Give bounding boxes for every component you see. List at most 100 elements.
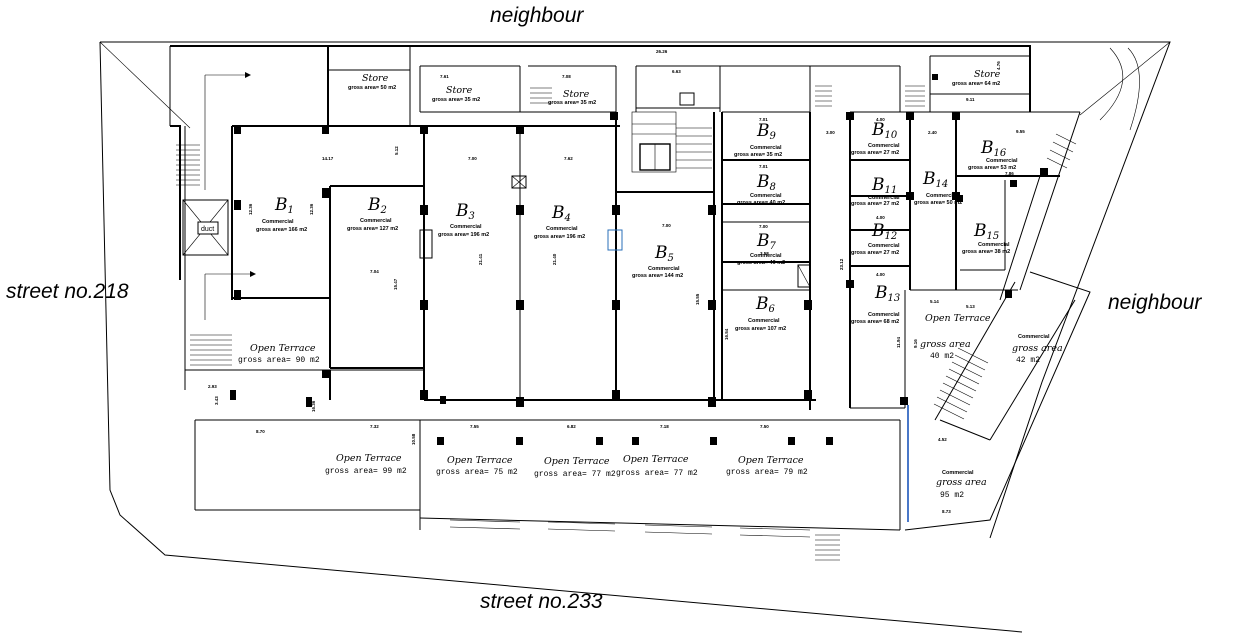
svg-text:gross area= 40 m2: gross area= 40 m2 (737, 200, 785, 206)
unit-b5: B5 Commercial gross area= 144 m2 (632, 243, 683, 279)
unit-b8: B8 Commercial gross area= 40 m2 (737, 172, 785, 206)
svg-text:40 m2: 40 m2 (930, 352, 954, 361)
staircases (176, 85, 1077, 561)
svg-text:Store: Store (362, 73, 389, 84)
svg-text:4.00: 4.00 (876, 272, 885, 277)
unit-b13: B13 Commercial gross area= 68 m2 (851, 283, 900, 325)
svg-text:gross area= 196 m2: gross area= 196 m2 (534, 234, 585, 240)
svg-text:Commercial: Commercial (648, 266, 680, 272)
svg-text:gross area= 38 m2: gross area= 38 m2 (962, 249, 1010, 255)
svg-text:4.76: 4.76 (996, 61, 1001, 70)
svg-text:B6: B6 (755, 294, 776, 315)
svg-text:16.36: 16.36 (311, 400, 316, 412)
svg-text:gross area= 35 m2: gross area= 35 m2 (548, 100, 596, 106)
svg-text:Commercial: Commercial (450, 224, 482, 230)
svg-text:gross area: gross area (920, 339, 971, 350)
neighbour-right-label: neighbour (1108, 291, 1202, 314)
svg-text:7.08: 7.08 (562, 74, 571, 79)
svg-text:3.58: 3.58 (760, 251, 769, 256)
svg-text:4.00: 4.00 (876, 215, 885, 220)
neighbour-top-label: neighbour (490, 4, 584, 27)
svg-text:gross area= 166 m2: gross area= 166 m2 (256, 227, 307, 233)
svg-text:95 m2: 95 m2 (940, 491, 964, 500)
svg-text:gross area= 77 m2: gross area= 77 m2 (534, 470, 616, 479)
svg-text:9.11: 9.11 (966, 97, 975, 102)
svg-text:B9: B9 (756, 121, 777, 142)
svg-text:gross area= 107 m2: gross area= 107 m2 (735, 326, 786, 332)
terrace-1: Open Terrace gross area= 90 m2 (238, 343, 320, 365)
unit-b3: B3 Commercial gross area= 196 m2 (438, 201, 489, 238)
svg-text:Commercial: Commercial (868, 312, 900, 318)
svg-text:Commercial: Commercial (1018, 334, 1050, 340)
terrace-7: Open Terrace gross area 40 m2 (920, 313, 991, 361)
svg-text:21.41: 21.41 (478, 253, 483, 265)
duct-label: duct (201, 226, 214, 233)
svg-text:7.04: 7.04 (370, 269, 379, 274)
svg-text:Open Terrace: Open Terrace (623, 454, 689, 465)
svg-text:Commercial: Commercial (868, 243, 900, 249)
svg-text:gross area= 27 m2: gross area= 27 m2 (851, 250, 899, 256)
svg-text:12.36: 12.36 (309, 203, 314, 215)
svg-text:Open Terrace: Open Terrace (738, 455, 804, 466)
terrace-4: Open Terrace gross area= 77 m2 (534, 456, 616, 479)
svg-text:B7: B7 (756, 231, 777, 252)
svg-text:5.13: 5.13 (966, 304, 975, 309)
svg-text:Commercial: Commercial (750, 253, 782, 259)
structural-columns (230, 74, 1048, 445)
svg-text:gross area: gross area (936, 477, 987, 488)
svg-text:Open Terrace: Open Terrace (250, 343, 316, 354)
svg-text:gross area= 35 m2: gross area= 35 m2 (432, 97, 480, 103)
svg-text:7.00: 7.00 (759, 224, 768, 229)
svg-text:gross area= 64 m2: gross area= 64 m2 (952, 81, 1000, 87)
svg-text:B14: B14 (922, 169, 948, 190)
svg-text:7.62: 7.62 (564, 156, 573, 161)
unit-b10: B10 Commercial gross area= 27 m2 (851, 120, 900, 156)
svg-text:Open Terrace: Open Terrace (544, 456, 610, 467)
svg-text:Commercial: Commercial (868, 195, 900, 201)
svg-text:gross area= 90 m2: gross area= 90 m2 (238, 356, 320, 365)
terrace-labels: Open Terrace gross area= 90 m2 Open Terr… (238, 313, 991, 479)
svg-text:B4: B4 (551, 203, 571, 224)
right-commercial-1: Commercial gross area 42 m2 (1012, 334, 1063, 365)
store-1: Store gross area= 50 m2 (348, 73, 396, 91)
unit-b1: B1 Commercial gross area= 166 m2 (256, 195, 307, 233)
svg-text:7.61: 7.61 (440, 74, 449, 79)
svg-text:Open Terrace: Open Terrace (336, 453, 402, 464)
svg-text:5.12: 5.12 (394, 146, 399, 155)
svg-text:gross area= 68 m2: gross area= 68 m2 (851, 319, 899, 325)
svg-text:7.55: 7.55 (470, 424, 479, 429)
right-commercial-labels: Commercial gross area 42 m2 Commercial g… (936, 334, 1063, 500)
terrace-5: Open Terrace gross area= 77 m2 (616, 454, 698, 478)
svg-text:Store: Store (563, 89, 590, 100)
svg-text:Commercial: Commercial (262, 219, 294, 225)
svg-text:gross area= 27 m2: gross area= 27 m2 (851, 201, 899, 207)
svg-text:2.40: 2.40 (928, 130, 937, 135)
svg-text:14.17: 14.17 (322, 156, 334, 161)
unit-b11: B11 Commercial gross area= 27 m2 (851, 175, 900, 207)
svg-text:10.58: 10.58 (411, 433, 416, 445)
svg-text:Commercial: Commercial (360, 218, 392, 224)
svg-text:Commercial: Commercial (942, 470, 974, 476)
svg-text:Commercial: Commercial (986, 158, 1018, 164)
svg-text:B15: B15 (973, 221, 999, 242)
unit-b4: B4 Commercial gross area= 196 m2 (534, 203, 585, 240)
svg-text:Commercial: Commercial (748, 318, 780, 324)
svg-text:Open Terrace: Open Terrace (447, 455, 513, 466)
unit-labels: B1 Commercial gross area= 166 m2 B2 Comm… (256, 120, 1018, 332)
svg-text:15.55: 15.55 (695, 293, 700, 305)
svg-text:B1: B1 (274, 195, 294, 216)
store-4: Store gross area= 64 m2 (952, 69, 1001, 87)
svg-text:23.12: 23.12 (839, 258, 844, 270)
svg-text:7.00: 7.00 (468, 156, 477, 161)
north-arrows (204, 72, 256, 320)
svg-text:B8: B8 (756, 172, 776, 193)
svg-text:gross area= 75 m2: gross area= 75 m2 (436, 468, 518, 477)
svg-text:Store: Store (446, 85, 473, 96)
svg-text:42 m2: 42 m2 (1016, 356, 1040, 365)
unit-b6: B6 Commercial gross area= 107 m2 (735, 294, 786, 332)
site-boundary (99, 41, 1171, 633)
svg-text:8.70: 8.70 (256, 429, 265, 434)
svg-text:7.32: 7.32 (370, 424, 379, 429)
svg-text:gross area= 79 m2: gross area= 79 m2 (726, 468, 808, 477)
